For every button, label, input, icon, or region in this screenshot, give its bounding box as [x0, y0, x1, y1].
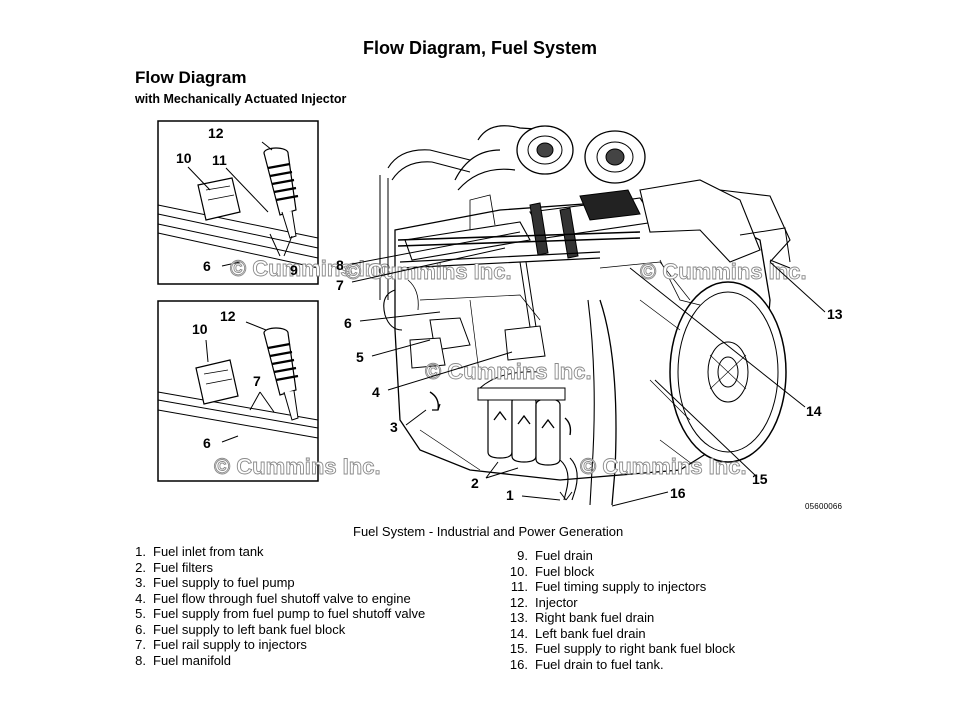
inset-top-injector [263, 147, 299, 239]
legend-text: Fuel drain [535, 548, 593, 563]
legend-item: 14. Left bank fuel drain [507, 626, 735, 642]
engine-injectors [529, 202, 579, 259]
callout-6: 6 [344, 315, 352, 331]
legend-item: 1. Fuel inlet from tank [125, 544, 425, 560]
legend-number: 6. [135, 621, 146, 637]
callout-13: 13 [827, 306, 843, 322]
legend-number: 5. [135, 606, 146, 621]
callout-10: 10 [176, 150, 192, 166]
fuel-inlet-pipe [559, 457, 578, 501]
diagram-heading: Flow Diagram [135, 68, 247, 87]
watermark-engine-4: © Cummins Inc. [640, 259, 807, 284]
watermark-engine-1: © Cummins Inc. [345, 259, 512, 284]
engine-illustration [379, 125, 791, 506]
engine-leader-lines [351, 231, 826, 507]
legend-item: 15. Fuel supply to right bank fuel block [507, 641, 735, 657]
legend-item: 4. Fuel flow through fuel shutoff valve t… [125, 591, 425, 607]
legend-right: 9. Fuel drain 10. Fuel block 11. Fuel timin… [507, 548, 735, 672]
callout-12: 12 [220, 308, 236, 324]
flywheel [669, 281, 787, 463]
legend-text: Fuel drain to fuel tank. [535, 656, 664, 672]
callout-7: 7 [253, 373, 261, 389]
callout-5: 5 [356, 349, 364, 365]
legend-text: Fuel block [535, 563, 595, 579]
legend-number: 15. [509, 641, 528, 656]
legend-text: Fuel rail supply to injectors [153, 637, 307, 652]
callout-7: 7 [336, 277, 344, 293]
watermark-engine-2: © Cummins Inc. [425, 359, 592, 384]
callout-1: 1 [506, 487, 514, 503]
legend-left: 1. Fuel inlet from tank 2. Fuel filters 3.… [125, 544, 425, 668]
legend-item: 2. Fuel filters [125, 560, 425, 576]
callout-15: 15 [752, 471, 768, 487]
legend-item: 9. Fuel drain [507, 548, 735, 564]
callout-6: 6 [203, 258, 211, 274]
turbocharger-right [584, 130, 646, 184]
figure-caption: Fuel System - Industrial and Power Gener… [353, 524, 624, 539]
callout-12: 12 [208, 125, 224, 141]
legend-number: 12. [509, 594, 528, 610]
turbocharger-left [477, 125, 574, 175]
legend-number: 9. [517, 548, 528, 563]
legend-number: 4. [135, 590, 146, 606]
legend-item: 13. Right bank fuel drain [507, 610, 735, 626]
legend-number: 3. [135, 575, 146, 590]
callout-4: 4 [372, 384, 380, 400]
legend-text: Fuel flow through fuel shutoff valve to … [153, 590, 411, 606]
diagram-subheading: with Mechanically Actuated Injector [135, 92, 347, 106]
callout-11: 11 [212, 152, 227, 168]
callout-14: 14 [806, 403, 822, 419]
callout-9: 9 [290, 262, 298, 278]
callout-16: 16 [670, 485, 686, 501]
inset-bottom: © Cummins Inc. 12 10 7 6 [157, 300, 381, 482]
legend-text: Fuel supply to fuel pump [153, 575, 295, 590]
legend-number: 14. [509, 625, 528, 641]
watermark-inset-top: © Cummins Inc. [230, 256, 397, 281]
figure-code: 05600066 [805, 502, 843, 511]
legend-item: 5. Fuel supply from fuel pump to fuel shu… [125, 606, 425, 622]
legend-item: 6. Fuel supply to left bank fuel block [125, 622, 425, 638]
callout-3: 3 [390, 419, 398, 435]
callout-8: 8 [336, 257, 344, 273]
watermark-inset-bottom: © Cummins Inc. [214, 454, 381, 479]
inset-top-fuel-rail [157, 204, 319, 269]
legend-text: Right bank fuel drain [535, 610, 655, 625]
legend-text: Fuel supply to right bank fuel block [535, 641, 736, 656]
legend-number: 7. [135, 637, 146, 652]
legend-number: 8. [135, 652, 146, 668]
legend-number: 1. [135, 544, 146, 559]
callout-2: 2 [471, 475, 479, 491]
callout-10: 10 [192, 321, 208, 337]
legend-item: 3. Fuel supply to fuel pump [125, 575, 425, 591]
legend-item: 12. Injector [507, 595, 735, 611]
legend-text: Left bank fuel drain [535, 625, 646, 641]
legend-number: 16. [509, 656, 528, 672]
legend-number: 11. [510, 579, 528, 594]
watermark-engine-3: © Cummins Inc. [580, 454, 747, 479]
legend-text: Fuel filters [153, 559, 213, 575]
page-title: Flow Diagram, Fuel System [362, 38, 598, 58]
inset-top: © Cummins Inc. 12 10 11 9 6 [157, 120, 397, 285]
legend-item: 8. Fuel manifold [125, 653, 425, 669]
legend-item: 7. Fuel rail supply to injectors [125, 637, 425, 653]
legend-number: 10. [509, 563, 528, 579]
inset-bottom-injector [263, 327, 299, 421]
legend-item: 16. Fuel drain to fuel tank. [507, 657, 735, 673]
legend-number: 13. [509, 610, 528, 625]
fuel-filters [477, 387, 566, 466]
legend-item: 10. Fuel block [507, 564, 735, 580]
legend-text: Injector [535, 594, 578, 610]
legend-number: 2. [135, 559, 146, 575]
fuel-manifold-rail [397, 231, 641, 247]
legend-text: Fuel manifold [153, 652, 232, 668]
legend-text: Fuel supply to left bank fuel block [153, 621, 346, 637]
callout-6: 6 [203, 435, 211, 451]
legend-item: 11. Fuel timing supply to injectors [507, 579, 735, 595]
legend-text: Fuel inlet from tank [153, 544, 264, 559]
legend-text: Fuel timing supply to injectors [535, 579, 707, 594]
legend-text: Fuel supply from fuel pump to fuel shuto… [153, 606, 426, 621]
